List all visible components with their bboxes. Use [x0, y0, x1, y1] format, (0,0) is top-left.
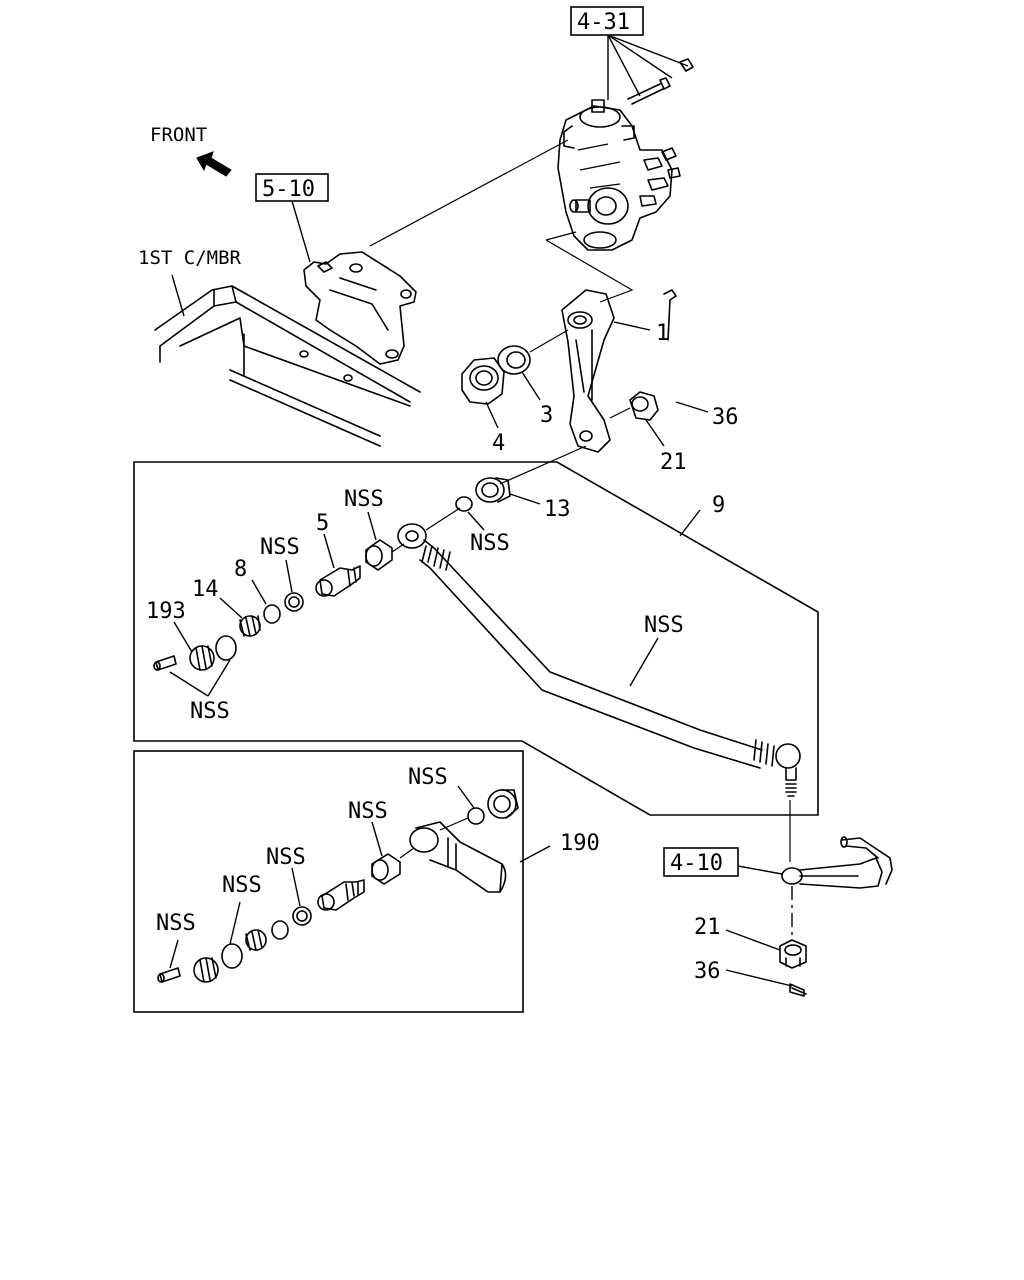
crossmember [154, 285, 421, 447]
callout-3: 3 [540, 403, 553, 428]
svg-text:5-10: 5-10 [262, 177, 315, 202]
kit-end-plug [193, 957, 219, 983]
kit-ring-small [271, 920, 289, 940]
knuckle-arm [781, 836, 893, 889]
retaining-ring [455, 496, 473, 512]
callout-nss-kit-spring-seat: NSS [266, 845, 306, 870]
svg-text:4-31: 4-31 [577, 10, 630, 35]
gear-mounting-bolts [627, 58, 694, 105]
callout-nss-kit-o-ring: NSS [222, 873, 262, 898]
kit-seal [487, 789, 519, 819]
front-arrow-icon [196, 151, 232, 177]
ball-seat [365, 539, 393, 571]
ref-box-4-10[interactable]: 4-10 [663, 847, 739, 877]
callout-nss-fitting: NSS [190, 699, 230, 724]
front-label: FRONT [150, 124, 207, 146]
callout-21-lower: 21 [694, 915, 721, 940]
kit-tube-end [409, 821, 507, 893]
callout-190: 190 [560, 831, 600, 856]
o-ring [215, 635, 237, 661]
kit-ball-stud [317, 879, 365, 911]
drag-link-assembly-frame [133, 461, 819, 816]
grease-fitting [153, 655, 177, 671]
ball-stud [315, 565, 361, 597]
kit-o-ring [221, 943, 243, 969]
cotter-pin-lower [789, 983, 807, 997]
pitman-arm-nut [461, 357, 505, 405]
spring-seat [284, 592, 304, 612]
castle-nut-upper [629, 391, 659, 421]
callout-1: 1 [656, 321, 669, 346]
end-plug [189, 645, 215, 671]
lock-washer [497, 345, 531, 375]
dust-seal [475, 477, 511, 503]
callout-5: 5 [316, 511, 329, 536]
callout-nss-kit-fitting: NSS [156, 911, 196, 936]
callout-13: 13 [544, 497, 571, 522]
callout-nss-ring: NSS [470, 531, 510, 556]
callout-21-upper: 21 [660, 450, 687, 475]
kit-seat [371, 853, 401, 885]
callout-9: 9 [712, 493, 725, 518]
crossmember-label: 1ST C/MBR [138, 247, 242, 269]
drag-link-tube [397, 523, 801, 797]
callout-nss-seat: NSS [344, 487, 384, 512]
drag-link-kit-frame [133, 750, 524, 1013]
kit-ring [467, 807, 485, 825]
callout-nss-kit-ring: NSS [408, 765, 448, 790]
callout-nss-spring-seat: NSS [260, 535, 300, 560]
callout-14: 14 [192, 577, 219, 602]
callout-nss-kit-seat: NSS [348, 799, 388, 824]
ref-box-4-31[interactable]: 4-31 [570, 6, 644, 36]
kit-spring-seat [292, 906, 312, 926]
kit-spring [245, 929, 267, 951]
castle-nut-lower [779, 939, 807, 969]
callout-36-upper: 36 [712, 405, 739, 430]
ring-8 [263, 604, 281, 624]
gear-mounting-bracket [303, 251, 417, 365]
pitman-arm [561, 289, 615, 453]
spring [239, 615, 261, 637]
svg-text:4-10: 4-10 [670, 851, 723, 876]
kit-grease-fitting [157, 967, 181, 983]
steering-gear-box [557, 99, 681, 251]
callout-nss-tube: NSS [644, 613, 684, 638]
callout-36-lower: 36 [694, 959, 721, 984]
callout-8: 8 [234, 557, 247, 582]
ref-box-5-10[interactable]: 5-10 [255, 173, 329, 202]
cotter-pin-upper [663, 289, 677, 341]
callout-4: 4 [492, 431, 505, 456]
callout-193: 193 [146, 599, 186, 624]
